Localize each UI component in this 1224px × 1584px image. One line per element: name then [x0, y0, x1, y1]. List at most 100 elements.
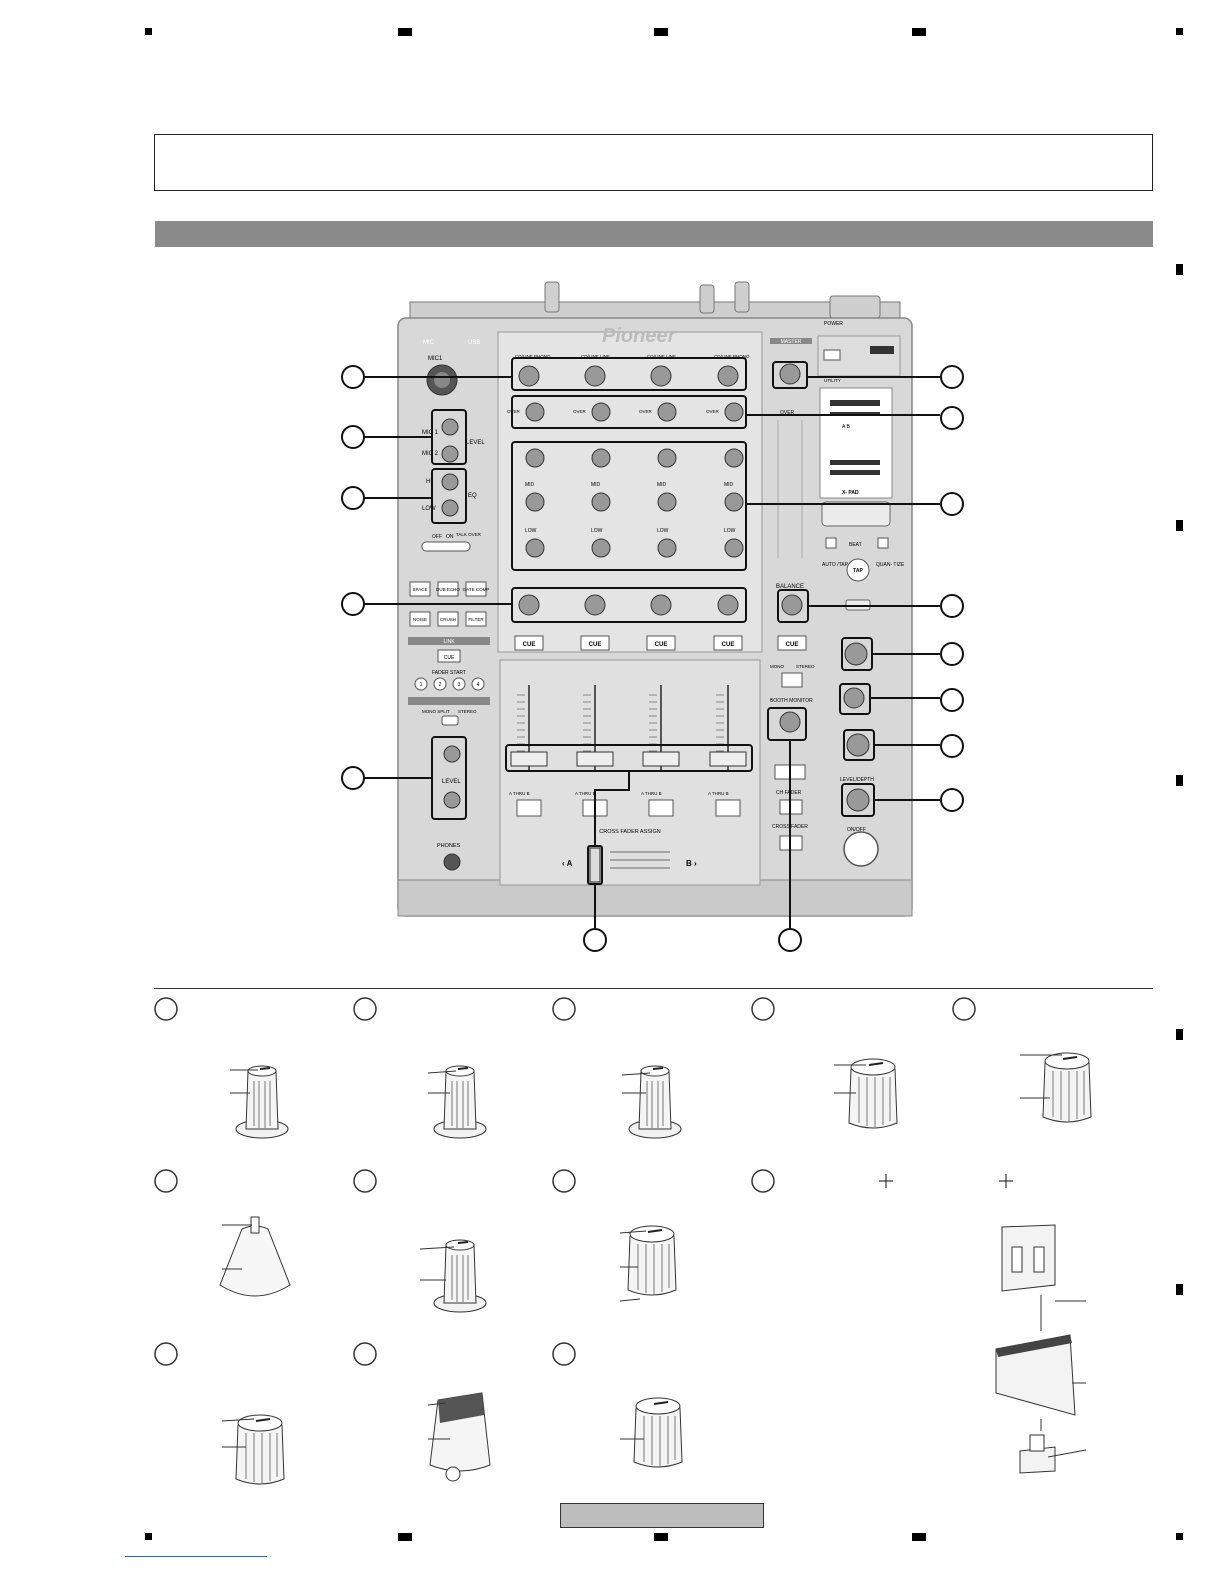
ch1-hi-knob [525, 448, 545, 468]
label-crossfader-assign: CROSS FADER ASSIGN [599, 829, 660, 835]
label-auto-tap: AUTO /TAP [822, 562, 849, 568]
ch2-over-label: OVER [573, 409, 587, 414]
ch4-mid-knob [724, 492, 744, 512]
ch4-hi-knob [724, 448, 744, 468]
ch2-mid-label: MID [591, 482, 601, 488]
label-master-cue: CUE [786, 642, 799, 648]
registration-mark-right [1176, 520, 1183, 531]
ch1-input-label: CD/LINE PHONO [515, 354, 551, 359]
registration-mark-tr [1176, 28, 1183, 35]
label-fader-start: FADER START [432, 670, 466, 676]
registration-mark-top [398, 28, 412, 36]
ch2-assign-label: A THRU B [575, 791, 596, 796]
registration-mark-bottom [654, 1533, 668, 1541]
label-ch-a: ‹ A [562, 859, 573, 868]
label-mono-split: MONO SPLIT [422, 709, 450, 714]
label-mic1: MIC1 [428, 356, 443, 362]
ch2-hi-knob [591, 448, 611, 468]
ch1-assign-label: A THRU B [509, 791, 530, 796]
ch1-cue-label: CUE [523, 642, 536, 648]
label-mono: MONO [770, 664, 784, 669]
registration-mark-right [1176, 1029, 1183, 1040]
ch2-color-knob [584, 594, 606, 616]
label-eq: EQ [468, 493, 477, 499]
ch3-cue-button [646, 635, 676, 651]
ch4-trim-knob [724, 402, 744, 422]
ch2-cue-button [580, 635, 610, 651]
ch3-mid-knob [657, 492, 677, 512]
section-header-bar [155, 221, 1153, 247]
label-on: ON [446, 534, 454, 540]
ch2-mid-knob [591, 492, 611, 512]
ch3-mid-label: MID [657, 482, 667, 488]
ch3-fader-cap [642, 751, 680, 767]
ch3-over-label: OVER [639, 409, 653, 414]
ch2-fader-cap [576, 751, 614, 767]
ch3-color-knob [650, 594, 672, 616]
label-ab: A B [842, 424, 850, 430]
registration-mark-bl [145, 1533, 152, 1540]
btn-gate-comp: GATE COMP [463, 587, 490, 592]
label-quantize: QUAN- TIZE [876, 562, 905, 568]
ch3-assign-switch [648, 799, 674, 817]
label-master: MASTER [781, 339, 802, 345]
registration-mark-bottom [912, 1533, 926, 1541]
ch1-assign-switch [516, 799, 542, 817]
ch4-cue-button [713, 635, 743, 651]
label-power: POWER [824, 321, 843, 327]
registration-mark-right [1176, 1284, 1183, 1295]
fader-start-4: 4 [477, 682, 480, 688]
btn-crush: CRUSH [440, 617, 456, 622]
ch2-low-knob [591, 538, 611, 558]
divider-line [154, 988, 1153, 989]
btn-dub-echo: DUB ECHO [436, 587, 460, 592]
label-off: OFF [432, 534, 442, 540]
label-x-pad: X- PAD [842, 490, 859, 496]
label-mic1-knob: MIC 1 [422, 430, 439, 436]
ch4-assign-switch [715, 799, 741, 817]
fader-start-1: 1 [420, 682, 423, 688]
registration-mark-top [654, 28, 668, 36]
ch2-cue-label: CUE [589, 642, 602, 648]
label-balance: BALANCE [776, 584, 804, 590]
ch4-cue-label: CUE [722, 642, 735, 648]
registration-mark-br [1176, 1533, 1183, 1540]
label-talk-over: TALK OVER [456, 532, 482, 537]
ch4-fader-cap [709, 751, 747, 767]
ch3-assign-label: A THRU B [641, 791, 662, 796]
fader-start-2: 2 [439, 682, 442, 688]
ch1-trim-knob [525, 402, 545, 422]
parts-illustration [154, 997, 1092, 1485]
registration-mark-right [1176, 775, 1183, 786]
mixer-panel-illustration: Pioneer MIC USB MIC1 MIC 1 MIC 2 LEVEL H… [341, 281, 964, 952]
ch1-over-label: OVER [507, 409, 521, 414]
label-mic: MIC [423, 340, 435, 346]
ch1-fader-cap [510, 751, 548, 767]
btn-filter: FILTER [468, 617, 484, 622]
registration-mark-top [912, 28, 926, 36]
ch4-input-label: CD/LINE PHONO [714, 354, 750, 359]
label-tap: TAP [853, 568, 863, 574]
ch1-low-knob [525, 538, 545, 558]
ch2-input-selector [584, 365, 606, 387]
label-usb: USB [468, 340, 480, 346]
label-ch-fader: CH FADER [776, 790, 802, 796]
label-booth-monitor: BOOTH MONITOR [770, 698, 813, 704]
effect-display [819, 387, 893, 499]
registration-mark-bottom [398, 1533, 412, 1541]
label-utility: UTILITY [824, 378, 841, 383]
label-stereo-phones: STEREO [458, 709, 477, 714]
label-phones: PHONES [437, 843, 461, 849]
registration-mark-tl [145, 28, 152, 35]
label-ch-b: B › [686, 859, 697, 868]
brand-logo: Pioneer [602, 325, 677, 347]
ch4-color-knob [717, 594, 739, 616]
footer-link-underline [125, 1556, 267, 1557]
label-mic2-knob: MIC 2 [422, 451, 439, 457]
ch3-low-knob [657, 538, 677, 558]
page-number-tab [560, 1503, 764, 1528]
ch3-low-label: LOW [657, 528, 669, 534]
ch1-input-selector [518, 365, 540, 387]
ch3-hi-knob [657, 448, 677, 468]
ch2-trim-knob [591, 402, 611, 422]
